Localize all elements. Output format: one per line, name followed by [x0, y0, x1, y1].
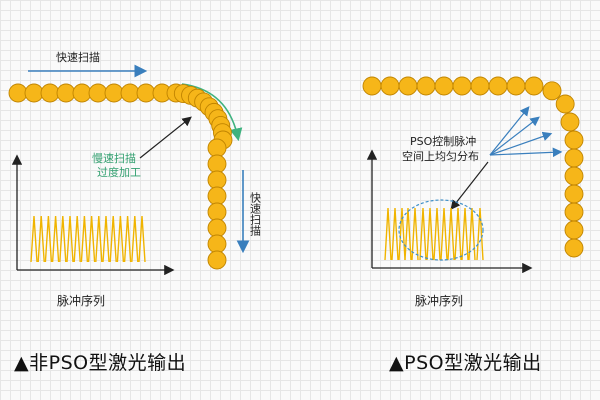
slow-scan-label: 慢速扫描: [92, 151, 136, 165]
right-spot: [380, 76, 400, 96]
right-spot: [362, 76, 382, 96]
right-spot-path: [362, 76, 584, 258]
left-spot: [207, 202, 227, 222]
right-pulse-sequence-label: 脉冲序列: [415, 293, 463, 308]
right-pulse: [391, 207, 399, 261]
right-spot: [560, 112, 580, 132]
right-pulse: [433, 207, 441, 261]
left-pulse: [116, 215, 125, 263]
left-pulse: [51, 215, 60, 263]
left-panel: 快速扫描 快速扫描 慢速扫描 过度加工 脉冲序列: [8, 50, 262, 308]
left-spot: [88, 83, 108, 103]
left-spot: [40, 83, 60, 103]
left-pulse: [138, 215, 146, 263]
left-spot: [207, 170, 227, 190]
left-pulse-sequence-label: 脉冲序列: [57, 293, 105, 308]
left-spot: [136, 83, 156, 103]
left-spot: [207, 138, 227, 158]
triangle-up-icon: ▲: [14, 352, 30, 374]
left-pulse: [37, 215, 45, 263]
right-pulse: [398, 207, 406, 261]
right-panel: PSO控制脉冲 空间上均匀分布 脉冲序列: [362, 76, 584, 308]
left-spot: [8, 83, 28, 103]
right-spot: [555, 94, 575, 114]
left-pulse: [131, 215, 139, 263]
pso-label-line2: 空间上均匀分布: [402, 149, 479, 163]
right-pulse: [419, 207, 427, 261]
right-spot: [564, 238, 584, 258]
right-spot: [488, 76, 508, 96]
right-spot: [398, 76, 418, 96]
left-spot: [72, 83, 92, 103]
left-pulse: [95, 215, 103, 263]
right-pulse: [404, 207, 412, 261]
right-pulse: [440, 207, 448, 261]
left-caption-text: 非PSO型激光输出: [29, 352, 187, 374]
left-pulse: [123, 215, 132, 263]
left-spot: [120, 83, 140, 103]
left-spot: [24, 83, 44, 103]
right-caption: ▲PSO型激光输出: [389, 348, 542, 375]
left-spot: [207, 234, 227, 254]
left-pulse: [87, 215, 96, 263]
left-spot-path: [8, 83, 233, 270]
right-caption-text: PSO型激光输出: [404, 352, 542, 374]
right-spot: [564, 220, 584, 240]
left-pulse-train: [30, 215, 146, 263]
right-spot: [564, 184, 584, 204]
left-spot: [104, 83, 124, 103]
left-spot: [56, 83, 76, 103]
right-spot: [434, 76, 454, 96]
right-spot: [564, 202, 584, 222]
left-pulse: [66, 215, 74, 263]
left-pulse: [30, 215, 38, 263]
left-spot: [207, 250, 227, 270]
right-pulse: [411, 207, 419, 261]
right-pulse: [476, 207, 484, 261]
left-pulse: [44, 215, 53, 263]
pso-label-line1: PSO控制脉冲: [410, 134, 476, 148]
left-caption: ▲非PSO型激光输出: [14, 348, 186, 375]
left-pulse: [73, 215, 81, 263]
right-pulse-train: [384, 207, 484, 261]
right-pulse: [468, 207, 476, 261]
slow-scan-arrow: [181, 83, 243, 142]
left-pulse: [102, 215, 110, 263]
right-spot: [564, 130, 584, 150]
triangle-up-icon: ▲: [389, 352, 405, 374]
over-process-pointer: [139, 116, 192, 159]
left-pulse: [80, 215, 89, 263]
left-spot: [207, 154, 227, 174]
right-spot: [542, 81, 562, 101]
right-spot: [416, 76, 436, 96]
pso-fan-arrows: [489, 106, 563, 158]
vertical-fast-scan-label: 快速扫描: [249, 192, 262, 237]
left-pulse: [59, 215, 67, 263]
pulse-highlight-ellipse: [398, 199, 484, 261]
right-pulse: [454, 207, 462, 261]
left-pulse: [109, 215, 117, 263]
left-spot: [207, 186, 227, 206]
right-pulse: [384, 207, 392, 261]
right-spot: [506, 76, 526, 96]
left-spot: [207, 218, 227, 238]
right-spot: [564, 148, 584, 168]
right-pulse: [447, 207, 455, 261]
fast-scan-label: 快速扫描: [56, 50, 100, 64]
right-spot: [524, 76, 544, 96]
pso-pointer: [450, 161, 489, 210]
over-process-label: 过度加工: [97, 165, 141, 179]
right-spot: [564, 166, 584, 186]
right-spot: [452, 76, 472, 96]
right-spot: [470, 76, 490, 96]
right-pulse: [461, 207, 469, 261]
right-pulse: [426, 207, 434, 261]
